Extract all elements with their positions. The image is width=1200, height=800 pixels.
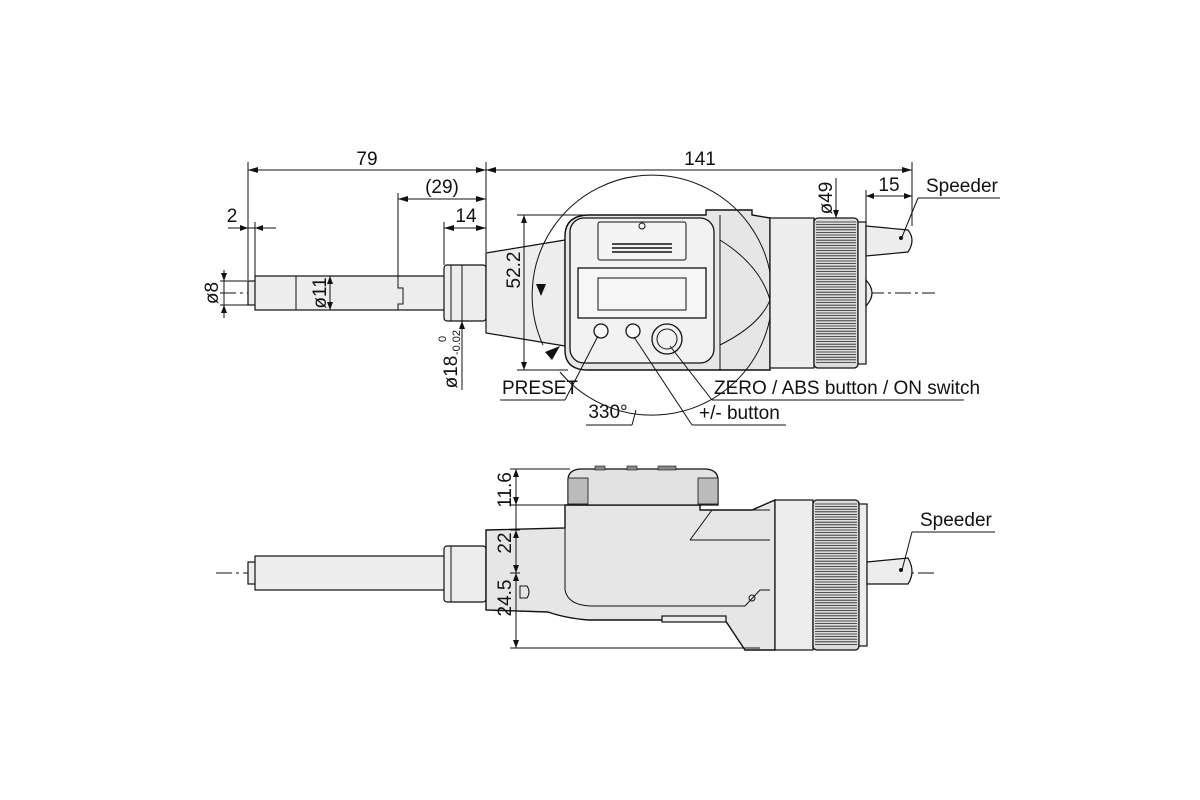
speeder-top [865,225,913,257]
speeder-side [866,557,913,585]
label-speeder-bottom: Speeder [920,510,993,531]
side-spindle [254,555,446,591]
label-preset: PRESET [502,378,578,399]
label-plus-minus: +/- button [699,403,780,424]
dim-52-2: 52.2 [504,252,525,289]
side-knurl-right [697,477,719,505]
side-knurl-pattern [815,503,857,645]
dim-330-deg: 330° [588,402,627,423]
knurl-pattern [816,221,856,363]
plus-minus-button [625,323,641,339]
dim-29: (29) [425,177,459,198]
body-neck [485,239,566,347]
top-labels: Speeder PRESET +/- button ZERO / ABS but… [500,176,1000,426]
side-thimble-end [858,503,868,647]
dim-24-5: 24.5 [495,580,516,617]
side-sleeve [443,545,487,603]
label-zero-abs: ZERO / ABS button / ON switch [714,378,980,399]
side-drum [774,499,814,651]
side-view [216,465,935,651]
dim-22: 22 [495,532,516,553]
dim-dia-8: ø8 [202,282,223,304]
dim-dia-11: ø11 [310,277,331,308]
lcd-inner [597,277,687,311]
sleeve [443,264,487,322]
zero-abs-button [651,323,683,355]
drum [769,217,815,369]
side-knurl-left [567,477,589,505]
dim-2: 2 [227,206,238,227]
end-cap [865,278,873,308]
top-view [220,174,935,416]
side-dimensions: 11.6 22 24.5 Speeder [495,468,995,649]
label-speeder-top: Speeder [926,176,999,197]
dim-14: 14 [455,206,477,227]
dim-79: 79 [356,149,377,170]
dim-141: 141 [684,149,716,170]
dim-dia-18-lower-tol: -0.02 [451,330,463,355]
dim-15: 15 [878,175,899,196]
side-body [485,498,776,651]
dim-dia-49: ø49 [816,182,837,215]
dim-11-6: 11.6 [495,472,516,508]
rotation-arc [531,174,773,416]
screw-icon [638,222,646,230]
rotation-arrow-icon [536,284,546,296]
upper-window [597,221,687,261]
thimble-end [857,221,867,365]
side-display-head [567,468,719,506]
dim-dia-18-upper-tol: 0 [437,336,449,342]
dim-dia-18: ø18 [441,356,462,389]
spindle [254,275,446,311]
preset-button [593,323,609,339]
top-dimensions: 79 141 (29) 14 2 ø8 ø11 ø1 [202,149,913,426]
side-clip [661,615,727,623]
grille-lines [612,243,672,253]
